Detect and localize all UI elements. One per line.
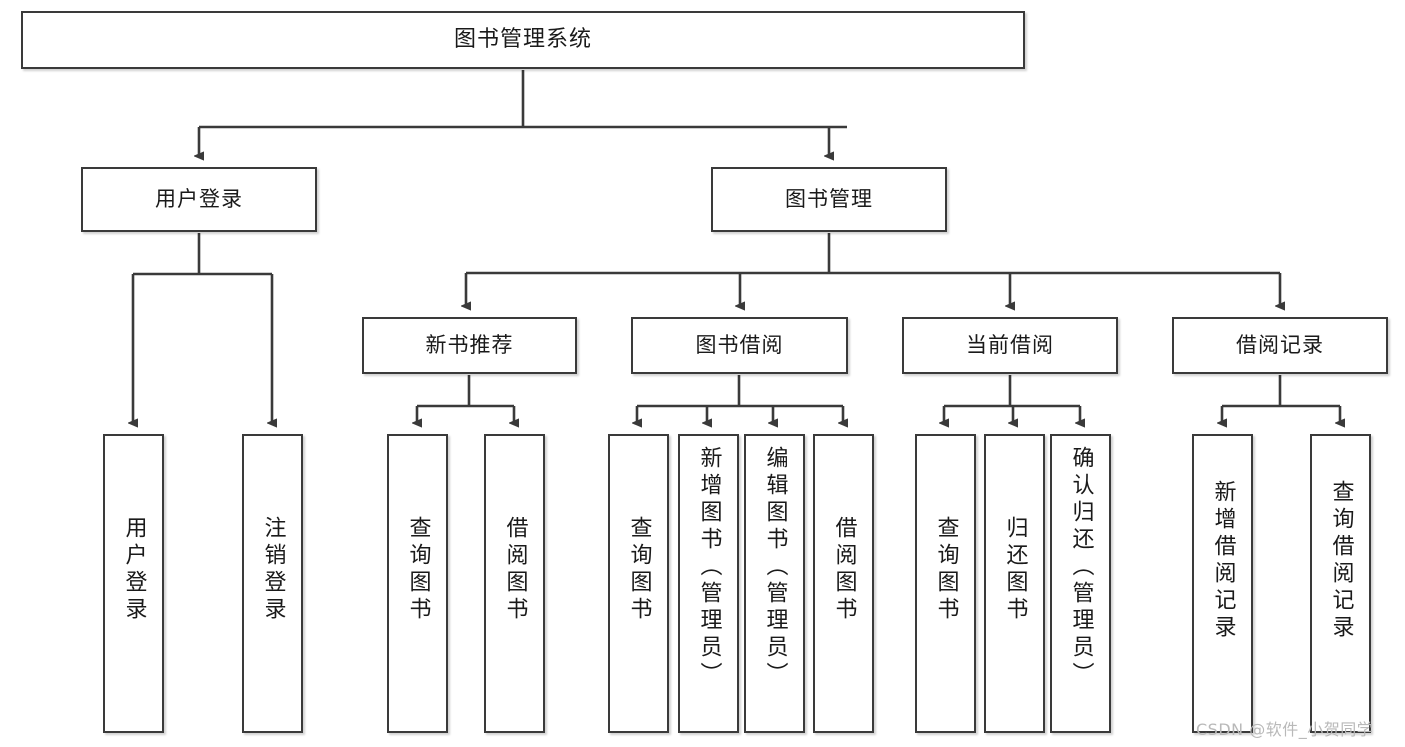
node-label: 查询图书 [405,516,431,624]
leaf-book-borrow-query[interactable]: 查询图书 [608,434,669,733]
leaf-current-borrow-return[interactable]: 归还图书 [984,434,1045,733]
node-label: 新书推荐 [425,332,514,357]
node-label: 用户登录 [155,186,243,211]
node-label: 编辑图书（管理员） [762,446,788,689]
leaf-book-borrow-edit[interactable]: 编辑图书（管理员） [744,434,805,733]
leaf-book-borrow-add[interactable]: 新增图书（管理员） [678,434,739,733]
leaf-borrow-record-query[interactable]: 查询借阅记录 [1310,434,1371,733]
leaf-user-login-login[interactable]: 用户登录 [103,434,164,733]
node-label: 查询图书 [933,516,959,624]
node-borrow-record[interactable]: 借阅记录 [1172,317,1388,374]
leaf-book-borrow-borrow[interactable]: 借阅图书 [813,434,874,733]
node-label: 图书借阅 [695,332,784,357]
node-label: 借阅记录 [1236,332,1324,357]
leaf-new-book-query[interactable]: 查询图书 [387,434,448,733]
node-label: 注销登录 [260,516,286,624]
node-book-borrow[interactable]: 图书借阅 [631,317,848,374]
node-new-book-recommend[interactable]: 新书推荐 [362,317,577,374]
node-label: 图书管理系统 [453,26,592,52]
node-label: 借阅图书 [502,516,528,624]
node-label: 新增图书（管理员） [696,446,722,689]
node-root-system[interactable]: 图书管理系统 [21,11,1025,69]
node-label: 当前借阅 [966,332,1054,357]
leaf-current-borrow-confirm[interactable]: 确认归还（管理员） [1050,434,1111,733]
node-label: 确认归还（管理员） [1068,446,1094,689]
node-label: 用户登录 [121,516,147,624]
leaf-user-login-logout[interactable]: 注销登录 [242,434,303,733]
node-label: 新增借阅记录 [1210,480,1236,642]
node-user-login[interactable]: 用户登录 [81,167,317,232]
leaf-borrow-record-add[interactable]: 新增借阅记录 [1192,434,1253,733]
leaf-new-book-borrow[interactable]: 借阅图书 [484,434,545,733]
node-label: 查询借阅记录 [1328,480,1354,642]
leaf-current-borrow-query[interactable]: 查询图书 [915,434,976,733]
node-label: 归还图书 [1002,516,1028,624]
csdn-watermark: CSDN @软件_小贺同学 [1196,720,1374,739]
node-label: 图书管理 [785,186,873,211]
node-label: 借阅图书 [831,516,857,624]
node-book-management[interactable]: 图书管理 [711,167,947,232]
node-current-borrow[interactable]: 当前借阅 [902,317,1118,374]
node-label: 查询图书 [626,516,652,624]
